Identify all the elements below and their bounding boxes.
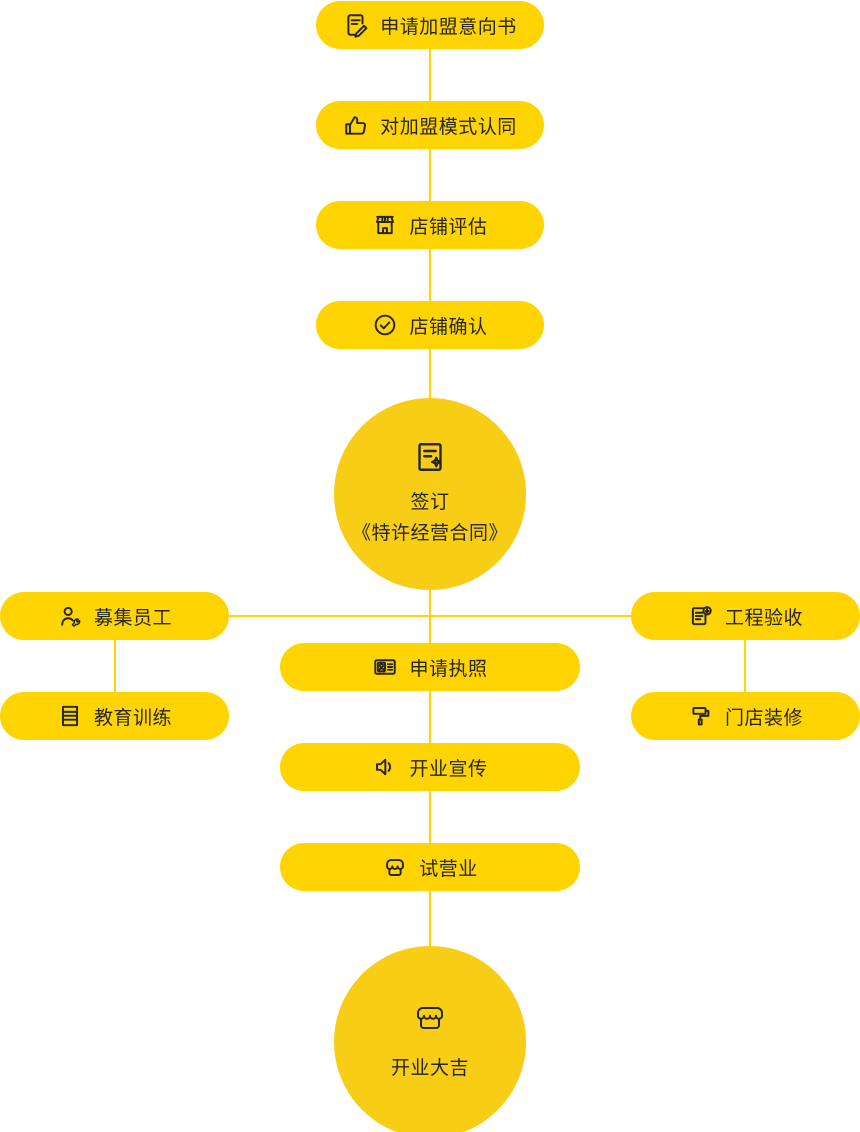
node-opening-promotion: 开业宣传 xyxy=(280,743,580,791)
node-label: 教育训练 xyxy=(93,707,172,729)
node-sign-contract: 签订 《特许经营合同》 xyxy=(334,398,526,590)
node-label: 申请执照 xyxy=(409,658,488,680)
connector-vertical-right xyxy=(744,640,746,692)
node-label: 工程验收 xyxy=(724,607,803,629)
shop-big-icon xyxy=(410,1001,450,1041)
node-apply-letter: 申请加盟意向书 xyxy=(316,1,544,49)
node-label: 门店装修 xyxy=(724,707,803,729)
node-label-line2: 《特许经营合同》 xyxy=(351,523,508,544)
node-store-decoration: 门店装修 xyxy=(631,692,860,740)
node-label: 募集员工 xyxy=(93,607,172,629)
person-wrench-icon xyxy=(57,603,83,629)
contract-seal-icon xyxy=(412,439,448,475)
node-label: 开业大吉 xyxy=(390,1057,469,1079)
connector-vertical xyxy=(429,691,431,743)
thumbs-up-icon xyxy=(343,112,369,138)
document-approved-icon xyxy=(688,603,714,629)
connector-vertical-left xyxy=(114,640,116,692)
speaker-icon xyxy=(372,754,398,780)
connector-vertical xyxy=(429,891,431,947)
node-project-acceptance: 工程验收 xyxy=(631,592,860,640)
node-recruit-staff: 募集员工 xyxy=(0,592,229,640)
node-store-confirmation: 店铺确认 xyxy=(316,301,544,349)
storefront-awning-icon xyxy=(372,212,398,238)
shop-awning-icon xyxy=(382,854,408,880)
node-label: 试营业 xyxy=(419,858,478,880)
node-training: 教育训练 xyxy=(0,692,229,740)
connector-vertical xyxy=(429,791,431,843)
node-trial-operation: 试营业 xyxy=(280,843,580,891)
check-circle-icon xyxy=(372,312,398,338)
node-model-agreement: 对加盟模式认同 xyxy=(316,101,544,149)
node-label: 申请加盟意向书 xyxy=(380,16,517,38)
node-grand-opening: 开业大吉 xyxy=(334,946,526,1132)
connector-horizontal xyxy=(229,615,631,617)
node-apply-license: 申请执照 xyxy=(280,643,580,691)
node-label: 对加盟模式认同 xyxy=(380,116,517,138)
node-label-line1: 签订 xyxy=(410,492,450,513)
node-label: 开业宣传 xyxy=(409,758,488,780)
connector-vertical xyxy=(429,149,431,201)
node-label: 店铺确认 xyxy=(409,316,488,338)
paint-roller-icon xyxy=(688,703,714,729)
connector-vertical xyxy=(429,249,431,301)
connector-vertical xyxy=(429,349,431,399)
connector-vertical xyxy=(429,48,431,101)
document-edit-icon xyxy=(343,12,369,38)
document-lines-icon xyxy=(57,703,83,729)
node-store-evaluation: 店铺评估 xyxy=(316,201,544,249)
id-card-icon xyxy=(372,654,398,680)
node-label: 店铺评估 xyxy=(409,216,488,238)
